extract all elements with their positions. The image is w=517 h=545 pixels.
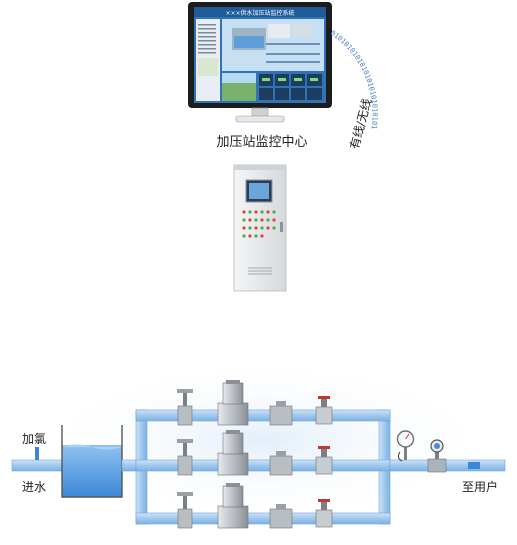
pressure-gauge xyxy=(396,430,415,462)
svg-text:01010101010101010101010101: 01010101010101010101010101 xyxy=(329,29,379,130)
ball-valve xyxy=(315,446,333,475)
screen-title: ×××供水加压站监控系统 xyxy=(225,9,294,17)
check-valve xyxy=(269,451,293,476)
indicator-lights xyxy=(242,210,276,238)
check-valve xyxy=(269,504,293,529)
check-valve xyxy=(269,401,293,426)
pump-row-3 xyxy=(177,483,333,529)
pump-motor xyxy=(217,430,249,476)
branch-pipe-bottom xyxy=(135,512,391,525)
pump-row-1 xyxy=(177,380,333,426)
pump-motor xyxy=(217,380,249,426)
outlet-pipe xyxy=(389,459,506,472)
gate-valve xyxy=(177,439,193,476)
ball-valve xyxy=(315,499,333,528)
inlet-pipe xyxy=(11,459,63,472)
branch-pipe-top xyxy=(135,409,391,422)
pump-row-2 xyxy=(177,430,333,476)
control-cabinet xyxy=(233,164,287,292)
chlorine-label: 加氯 xyxy=(22,432,46,446)
chlorine-dosing-marker xyxy=(35,447,39,460)
outlet-label: 至用户 xyxy=(462,479,498,494)
inlet-water-label: 进水 xyxy=(22,480,46,494)
monitor-caption: 加压站监控中心 xyxy=(216,135,307,150)
cabinet-handle xyxy=(280,222,283,232)
branch-pipe-middle xyxy=(135,459,391,472)
water-tank xyxy=(61,425,123,498)
link-bits: 01010101010101010101010101 xyxy=(329,29,379,130)
gate-valve xyxy=(177,492,193,529)
gate-valve xyxy=(177,389,193,426)
ball-valve xyxy=(315,396,333,425)
monitor: ×××供水加压站监控系统 xyxy=(188,2,332,123)
pump-motor xyxy=(217,483,249,529)
flow-meter xyxy=(427,439,447,473)
